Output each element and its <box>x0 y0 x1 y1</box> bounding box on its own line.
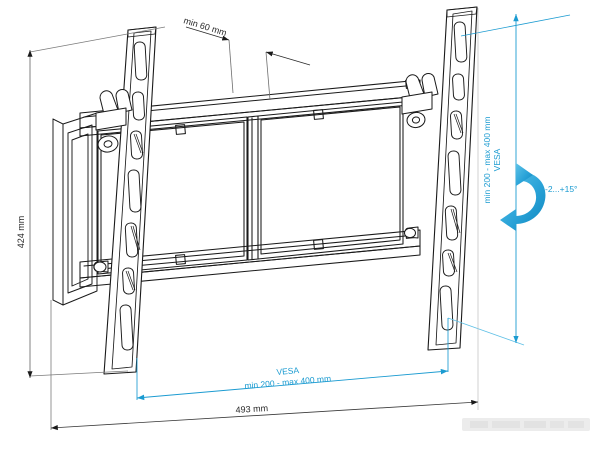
watermark <box>462 418 590 431</box>
left-tilt-hinge <box>93 88 133 273</box>
dimension-label-vesa-horizontal-line1: VESA <box>276 365 300 377</box>
dimension-label-min-60mm: min 60 mm <box>182 15 227 38</box>
dimension-min-60mm: min 60 mm <box>182 15 311 101</box>
dimension-label-vesa-vertical-line2: min 200 - max 400 mm <box>482 117 492 204</box>
dimension-424mm: 424 mm <box>16 26 166 378</box>
dimension-label-493mm: 493 mm <box>235 403 268 415</box>
curved-tilt-arrow-icon <box>500 163 546 231</box>
center-spine <box>247 115 259 261</box>
wall-plate-left <box>52 112 98 306</box>
dimension-label-424mm: 424 mm <box>16 216 26 249</box>
left-vertical-slotted-rail <box>103 26 157 375</box>
tilt-angle-annotation: -2...+15° <box>500 163 577 231</box>
rail-slots-left <box>119 41 148 351</box>
center-panel-right <box>257 101 404 260</box>
right-tilt-hinge <box>401 72 439 239</box>
rail-slot-hatching-right <box>447 113 464 273</box>
dimension-493mm: 493 mm <box>50 8 479 431</box>
tilt-angle-label: -2...+15° <box>545 184 577 194</box>
right-vertical-slotted-rail <box>427 6 478 351</box>
rail-mounting-holes <box>125 79 415 267</box>
rail-slot-hatching-left <box>125 133 144 291</box>
dimension-label-vesa-vertical-line1: VESA <box>492 148 502 171</box>
center-panel-left <box>97 116 248 275</box>
dimension-vesa-horizontal: VESA min 200 - max 400 mm <box>136 318 449 401</box>
